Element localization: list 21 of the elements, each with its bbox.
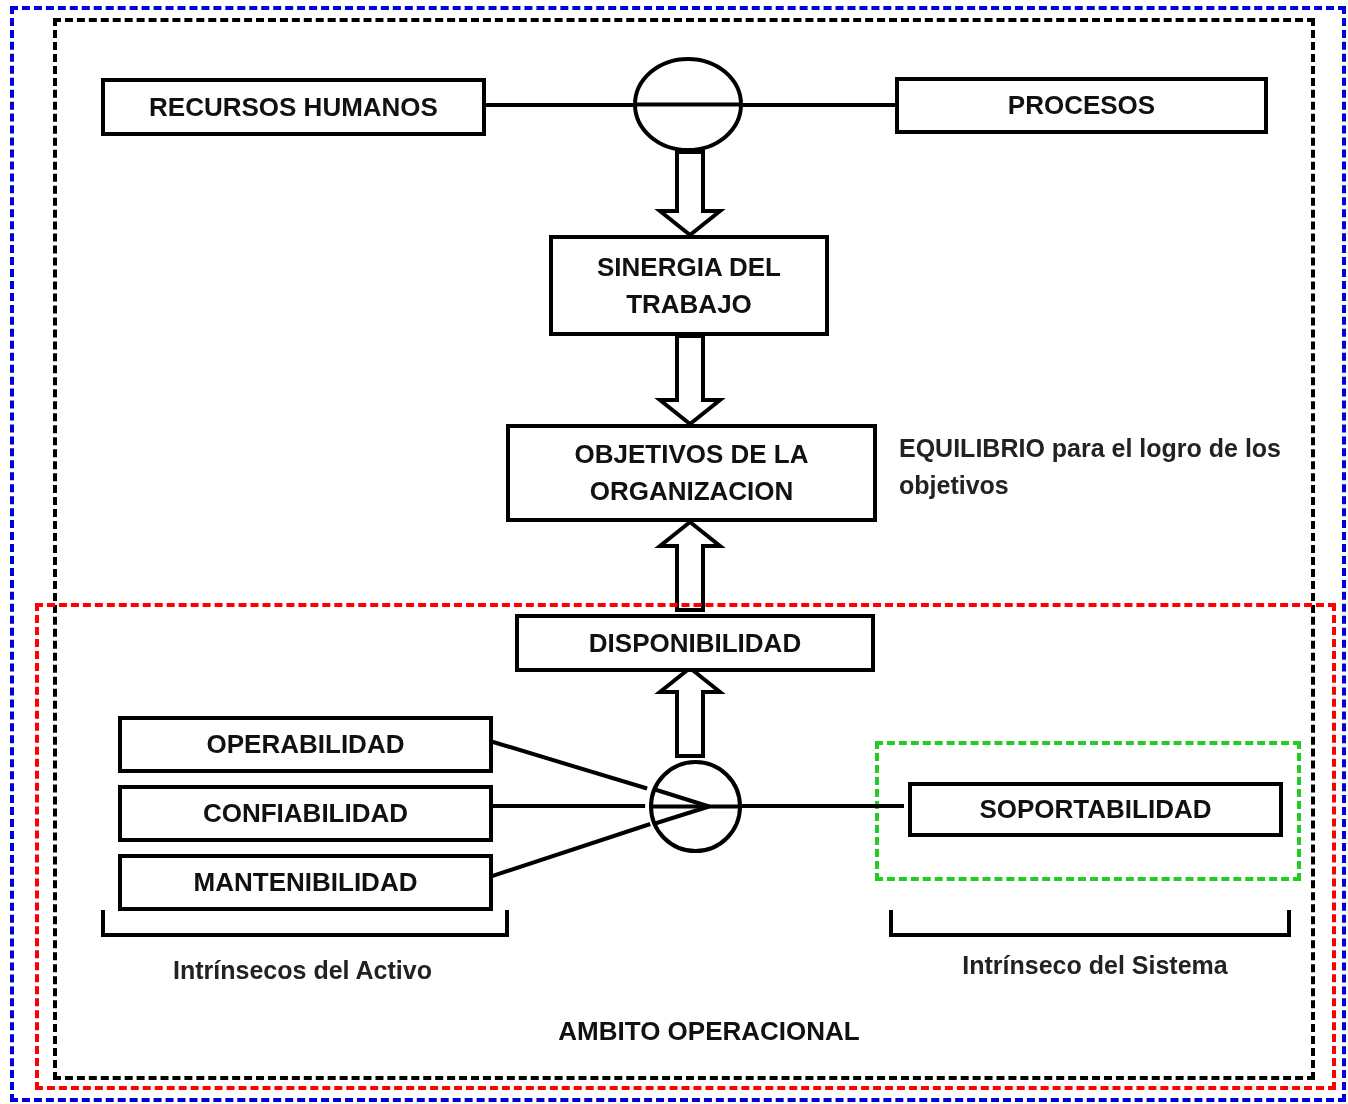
dashed-frame <box>35 603 1336 1090</box>
process-box: OBJETIVOS DE LA ORGANIZACION <box>506 424 877 522</box>
process-box: MANTENIBILIDAD <box>118 854 493 911</box>
block-arrow <box>654 334 726 427</box>
connector-line <box>743 103 895 107</box>
side-note: EQUILIBRIO para el logro de los objetivos <box>899 433 1282 501</box>
process-box: SINERGIA DEL TRABAJO <box>549 235 829 336</box>
connector-line <box>486 103 633 107</box>
group-caption: Intrínsecos del Activo <box>172 955 433 986</box>
junction-circle <box>649 760 742 853</box>
junction-circle <box>633 57 743 152</box>
process-box: OPERABILIDAD <box>118 716 493 773</box>
process-box: PROCESOS <box>895 77 1268 134</box>
group-caption: Intrínseco del Sistema <box>961 950 1229 981</box>
frame-title: AMBITO OPERACIONAL <box>557 1015 861 1048</box>
block-arrow <box>654 519 726 612</box>
process-box: CONFIABILIDAD <box>118 785 493 842</box>
process-box: DISPONIBILIDAD <box>515 614 875 672</box>
process-box: SOPORTABILIDAD <box>908 782 1283 837</box>
block-arrow <box>654 149 726 238</box>
process-box: RECURSOS HUMANOS <box>101 78 486 136</box>
